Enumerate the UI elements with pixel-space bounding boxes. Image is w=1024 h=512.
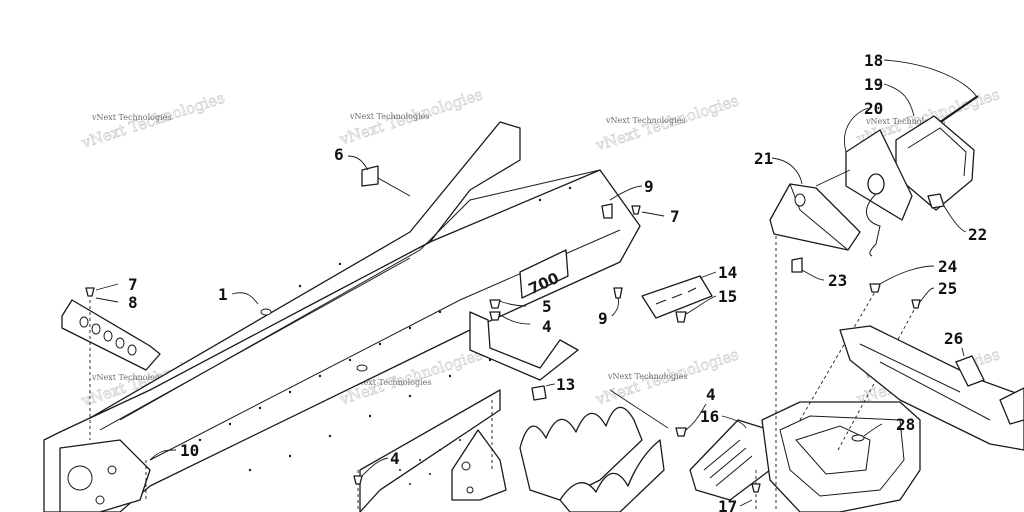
part-24-screw — [869, 265, 935, 293]
watermark-3: vNext Technologies vNext Technologies — [592, 91, 741, 155]
callout-7-top: 7 — [670, 207, 680, 226]
part-26-label — [955, 347, 1024, 425]
callout-1: 1 — [218, 285, 228, 304]
callout-8: 8 — [128, 293, 138, 312]
callout-26: 26 — [944, 329, 963, 348]
part-15-screw — [675, 295, 717, 323]
part-4-rivet-right — [675, 403, 707, 437]
svg-text:vNext Technologies: vNext Technologies — [91, 113, 171, 122]
part-9-rivet-mid — [611, 287, 623, 317]
part-1-tunnel — [43, 121, 641, 512]
part-8-vent-plate — [61, 297, 161, 440]
part-23-connector — [791, 257, 825, 281]
watermark-7: vNext Technologies vNext Technologies — [592, 345, 741, 409]
callout-6: 6 — [334, 145, 344, 164]
part-13-clip — [531, 383, 555, 401]
part-14-reflector — [641, 271, 717, 319]
gusset-plate — [451, 400, 507, 501]
callout-24: 24 — [938, 257, 957, 276]
callout-18: 18 — [864, 51, 883, 70]
rivet-dots — [198, 186, 572, 472]
svg-text:vNext Technologies: vNext Technologies — [351, 378, 431, 387]
rear-flap — [839, 325, 1024, 451]
part-7-rivet-top — [631, 205, 665, 217]
svg-text:vNext Technologies: vNext Technologies — [349, 112, 429, 121]
callout-17: 17 — [718, 497, 737, 512]
callout-10: 10 — [180, 441, 199, 460]
callout-22: 22 — [968, 225, 987, 244]
callout-19: 19 — [864, 75, 883, 94]
callout-21: 21 — [754, 149, 773, 168]
callout-9-mid: 9 — [598, 309, 608, 328]
heat-exchanger — [519, 389, 669, 512]
callout-4-low: 4 — [390, 449, 400, 468]
part-17-bolt — [739, 470, 761, 512]
callout-13: 13 — [556, 375, 575, 394]
part-6-label — [347, 155, 411, 197]
callout-14: 14 — [718, 263, 737, 282]
part-21-housing — [769, 157, 861, 251]
svg-text:vNext Technologies: vNext Technologies — [607, 372, 687, 381]
watermark-2: vNext Technologies vNext Technologies — [336, 85, 485, 149]
callout-16: 16 — [700, 407, 719, 426]
svg-text:vNext Technologies: vNext Technologies — [91, 373, 171, 382]
callout-9-top: 9 — [644, 177, 654, 196]
callout-23: 23 — [828, 271, 847, 290]
part-5-bracket — [469, 299, 579, 381]
callout-5: 5 — [542, 297, 552, 316]
wiring-harness — [866, 173, 885, 257]
assembly-line-24 — [799, 289, 877, 421]
svg-text:vNext Technologies: vNext Technologies — [865, 117, 945, 126]
bumper-assembly — [761, 401, 921, 512]
watermark-1: vNext Technologies vNext Technologies — [78, 88, 227, 152]
part-22-bulb — [927, 193, 967, 233]
skid-plate — [353, 389, 501, 512]
callout-4-right: 4 — [706, 385, 716, 404]
callout-25: 25 — [938, 279, 957, 298]
callout-4-mid: 4 — [542, 317, 552, 336]
svg-text:vNext Technologies: vNext Technologies — [605, 116, 685, 125]
callout-7-left: 7 — [128, 275, 138, 294]
callout-20: 20 — [864, 99, 883, 118]
part-25-screw — [911, 287, 935, 309]
part-10-fastener — [145, 449, 177, 500]
callout-labels: 1 6 7 8 10 9 7 14 15 9 5 4 13 4 4 16 17 … — [128, 51, 987, 512]
callout-15: 15 — [718, 287, 737, 306]
callout-28: 28 — [896, 415, 915, 434]
part-7-rivet-left — [85, 283, 119, 297]
part-9-rivet-top — [601, 185, 643, 219]
